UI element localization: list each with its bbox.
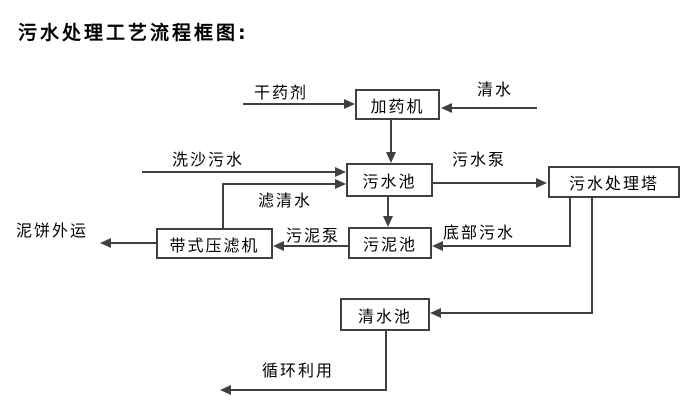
arrowhead-left-icon <box>100 238 111 248</box>
line-bottom-sewage-horizontal <box>443 245 571 247</box>
node-sewage-pool: 污水池 <box>346 163 433 197</box>
line-sewage-to-sludge <box>387 197 389 217</box>
line-recycling-vertical <box>385 331 387 391</box>
label-clean-water: 清水 <box>477 80 514 99</box>
line-sludge-pump <box>284 245 348 247</box>
arrowhead-right-icon <box>536 178 547 188</box>
line-mud-cake-out <box>111 242 156 244</box>
label-mud-cake-outbound: 泥饼外运 <box>16 221 89 240</box>
line-sewage-pump <box>433 182 536 184</box>
arrowhead-down-icon <box>386 152 396 163</box>
line-dry-agent <box>243 103 344 105</box>
label-recycling-use: 循环利用 <box>262 361 335 380</box>
arrowhead-right-icon <box>335 167 346 177</box>
page-title: 污水处理工艺流程框图: <box>18 22 249 44</box>
line-dosing-to-sewage <box>390 120 392 153</box>
label-bottom-sewage: 底部污水 <box>443 223 516 242</box>
line-filtered-water-vertical <box>222 183 224 228</box>
label-sand-washing-sewage: 洗沙污水 <box>172 150 245 169</box>
arrowhead-left-icon <box>441 103 452 113</box>
arrowhead-right-icon <box>344 99 355 109</box>
line-sand-washing <box>142 171 336 173</box>
arrowhead-right-icon <box>335 179 346 189</box>
label-sewage-pump: 污水泵 <box>452 150 507 169</box>
arrowhead-down-icon <box>383 216 393 227</box>
label-sludge-pump: 污泥泵 <box>286 226 341 245</box>
line-clean-water <box>452 107 537 109</box>
node-belt-filter-press: 带式压滤机 <box>156 228 273 259</box>
arrowhead-left-icon <box>432 241 443 251</box>
line-filtered-water-horizontal <box>222 183 336 185</box>
line-tower-to-clean-horizontal <box>441 312 593 314</box>
node-clean-water-pool: 清水池 <box>340 298 430 331</box>
label-dry-agent: 干药剂 <box>254 83 309 102</box>
arrowhead-left-icon <box>220 385 231 395</box>
line-bottom-sewage-vertical <box>569 198 571 246</box>
arrowhead-left-icon <box>273 241 284 251</box>
node-sludge-pool: 污泥池 <box>348 227 432 259</box>
line-recycling-horizontal <box>231 389 387 391</box>
line-tower-to-clean-vertical <box>591 198 593 314</box>
arrowhead-left-icon <box>430 308 441 318</box>
node-treatment-tower: 污水处理塔 <box>548 166 680 198</box>
label-filtered-clean-water: 滤清水 <box>258 191 313 210</box>
node-dosing-machine: 加药机 <box>355 89 440 120</box>
